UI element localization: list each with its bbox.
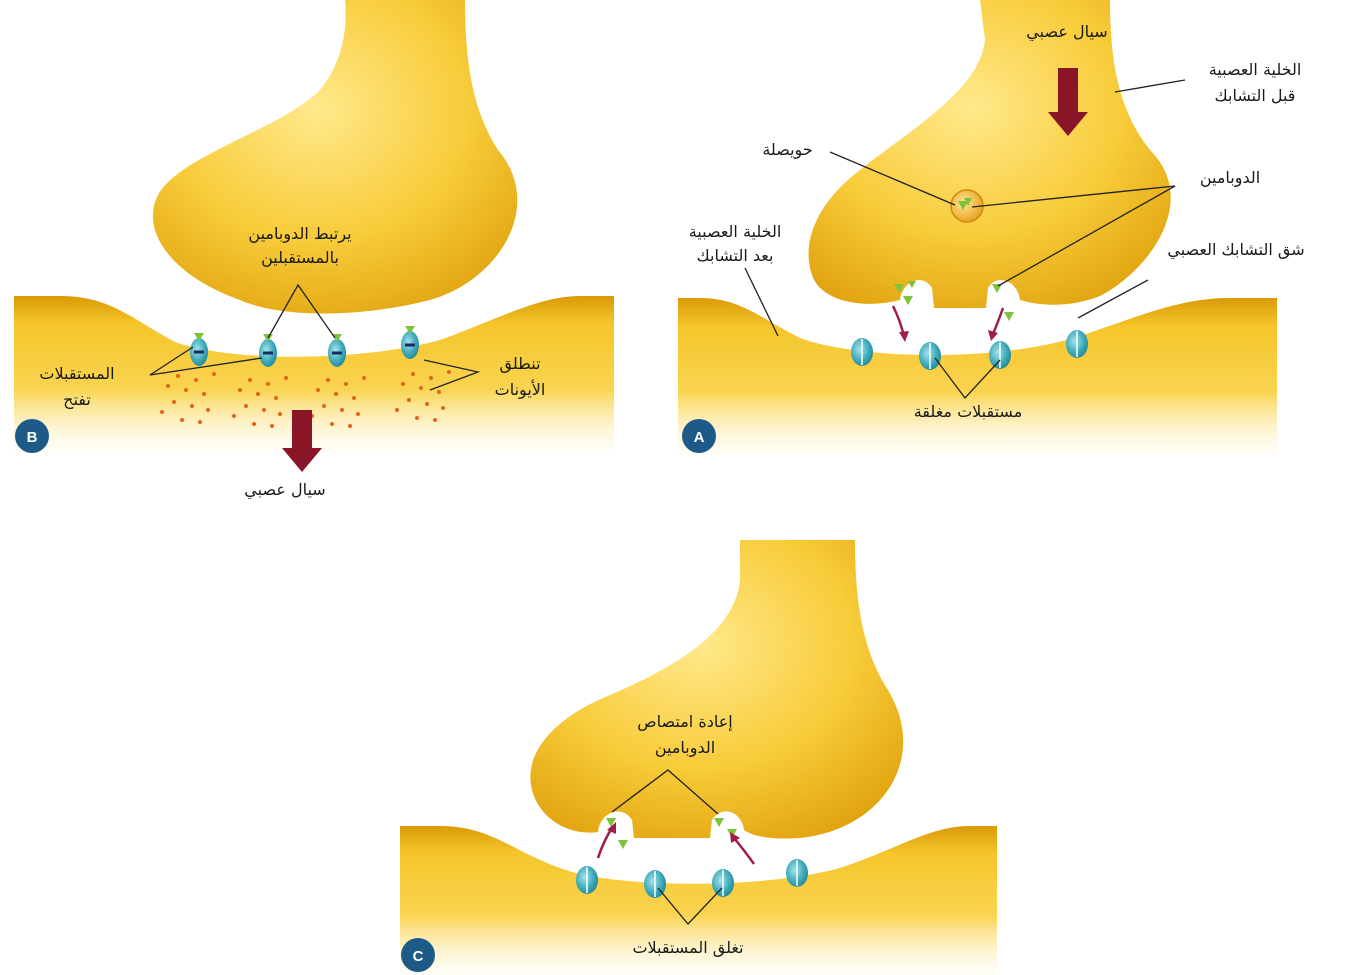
ion-dot (415, 416, 419, 420)
ion-dot (238, 388, 242, 392)
reuptake-arrow-icon (734, 838, 754, 864)
receptor-icon (1066, 330, 1088, 358)
ion-dot (180, 418, 184, 422)
label-neural-fluid-a: سيال عصبي (1002, 22, 1132, 42)
receptor-icon (712, 869, 734, 897)
label-neural-fluid-b: سيال عصبي (215, 480, 355, 500)
ion-dot (244, 404, 248, 408)
ion-dot (172, 400, 176, 404)
receptor-icon (576, 866, 598, 894)
ion-dot (176, 374, 180, 378)
ion-dot (433, 418, 437, 422)
ion-dot (411, 372, 415, 376)
dopamine-molecule-icon (992, 284, 1014, 321)
label-presynaptic-line2: قبل التشابك (1180, 86, 1330, 106)
ion-dot (206, 408, 210, 412)
open-receptor-icon (401, 326, 419, 359)
ion-dot (232, 414, 236, 418)
label-dopamine-a: الدوبامين (1175, 168, 1285, 188)
ion-dot (166, 384, 170, 388)
ion-dot (198, 420, 202, 424)
open-receptor-icon (259, 334, 277, 367)
ion-dot (190, 404, 194, 408)
label-receptors-open-line1: المستقبلات (12, 364, 142, 384)
panel-badge-c: C (401, 938, 435, 972)
ion-dot (447, 370, 451, 374)
ion-dot (419, 386, 423, 390)
reuptake-arrow-head (730, 832, 740, 843)
ion-dot (262, 408, 266, 412)
badge-a-letter: A (694, 429, 705, 446)
ion-dot (362, 376, 366, 380)
ion-dot (252, 422, 256, 426)
badge-b-letter: B (27, 429, 38, 446)
ion-dot (270, 424, 274, 428)
ion-dot (284, 376, 288, 380)
postsynaptic-membrane-a (678, 298, 1277, 455)
ion-dot (348, 424, 352, 428)
reuptake-arrow-icon (598, 828, 612, 858)
release-arrow-icon (993, 308, 1003, 334)
receptor-icon (851, 338, 873, 366)
label-closed-receptors: مستقبلات مغلقة (878, 402, 1058, 422)
ion-dot (278, 412, 282, 416)
label-postsynaptic-line2: بعد التشابك (660, 246, 810, 266)
label-synaptic-cleft: شق التشابك العصبي (1130, 240, 1342, 260)
release-arrow-head (988, 330, 998, 341)
label-dopamine-binds-line1: يرتبط الدوبامين (210, 224, 390, 244)
ion-dot (248, 378, 252, 382)
ion-dot (316, 388, 320, 392)
receptor-icon (786, 859, 808, 887)
ion-dot (194, 378, 198, 382)
label-ions-released-line2: الأيونات (470, 380, 570, 400)
ion-dot (334, 392, 338, 396)
ion-dot (429, 376, 433, 380)
ion-dot (184, 388, 188, 392)
ion-dot (356, 412, 360, 416)
ion-dot (160, 410, 164, 414)
ion-dot (352, 396, 356, 400)
ion-dot (326, 378, 330, 382)
badge-c-letter: C (413, 948, 424, 965)
ion-dot (266, 382, 270, 386)
label-postsynaptic-line1: الخلية العصبية (660, 222, 810, 242)
label-reuptake-line1: إعادة امتصاص (600, 712, 770, 732)
presynaptic-terminal-a (809, 0, 1171, 308)
ion-dot (395, 408, 399, 412)
label-receptors-open-line2: تفتح (12, 390, 142, 410)
ion-dot (441, 406, 445, 410)
ion-dot (437, 390, 441, 394)
ion-dot (344, 382, 348, 386)
panel-badge-a: A (682, 419, 716, 453)
label-presynaptic-line1: الخلية العصبية (1180, 60, 1330, 80)
ion-dot (340, 408, 344, 412)
ion-dot (212, 372, 216, 376)
label-ions-released-line1: تنطلق (470, 354, 570, 374)
label-vesicle: حويصلة (740, 140, 835, 160)
ion-dot (330, 422, 334, 426)
ion-dot (425, 402, 429, 406)
open-receptor-icon (190, 333, 208, 366)
receptor-icon (989, 341, 1011, 369)
label-reuptake-line2: الدوبامين (600, 738, 770, 758)
release-arrow-head (899, 331, 909, 342)
ion-dot (407, 398, 411, 402)
ion-dot (202, 392, 206, 396)
panel-badge-b: B (15, 419, 49, 453)
ion-dot (401, 382, 405, 386)
release-arrow-icon (893, 306, 904, 336)
ion-dot (256, 392, 260, 396)
label-receptors-close: تغلق المستقبلات (598, 938, 778, 958)
ion-dot (274, 396, 278, 400)
receptor-icon (919, 342, 941, 370)
label-dopamine-binds-line2: بالمستقبلين (210, 248, 390, 268)
ion-dot (322, 404, 326, 408)
open-receptor-icon (328, 334, 346, 367)
presynaptic-terminal-c (530, 540, 903, 839)
